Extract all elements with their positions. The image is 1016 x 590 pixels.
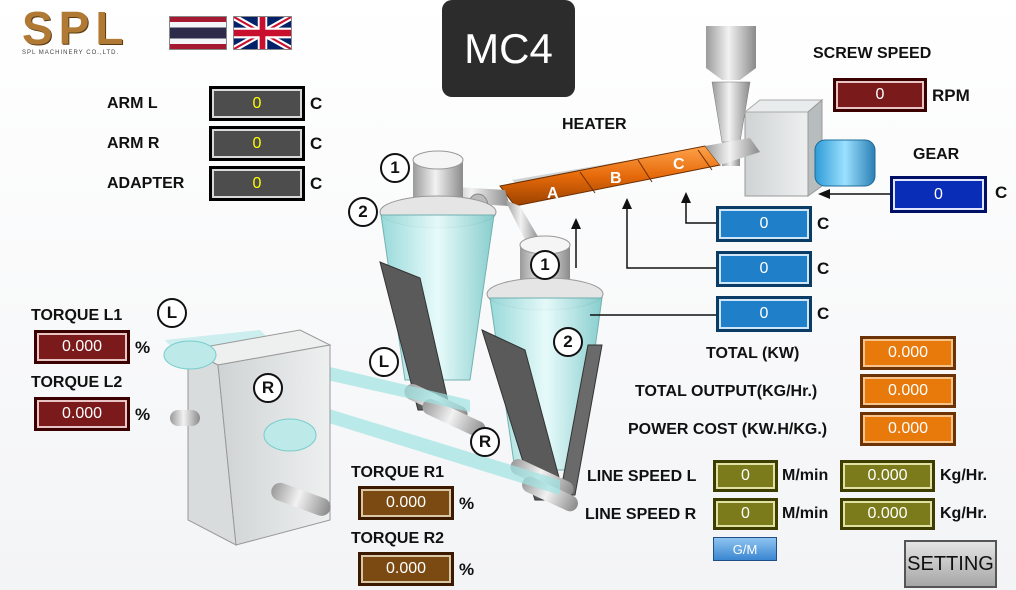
torque-r2-unit: % [459, 560, 475, 579]
line-speed-l-rate-unit: Kg/Hr. [940, 467, 988, 484]
total-kw-label: TOTAL (KW) [706, 345, 800, 362]
total-output-label: TOTAL OUTPUT(KG/Hr.) [635, 383, 818, 400]
torque-l1-label: TORQUE L1 [31, 307, 123, 324]
line-speed-l-label: LINE SPEED L [587, 468, 697, 485]
heater-label: HEATER [562, 116, 627, 133]
heater-zone-b: B [610, 170, 622, 187]
torque-l1-display: 0.000 [34, 330, 130, 364]
line-speed-l-display: 0 [713, 460, 778, 492]
line-speed-r-label: LINE SPEED R [585, 506, 697, 523]
spl-logo: SPL SPL MACHINERY CO.,LTD. [22, 4, 152, 62]
gear-label: GEAR [913, 146, 960, 163]
total-kw-display: 0.000 [860, 336, 956, 370]
line-speed-r-rate-display: 0.000 [840, 498, 935, 530]
arm-l-unit: C [310, 94, 323, 113]
heater-temp-display-1: 0 [716, 206, 812, 242]
adapter-unit: C [310, 174, 323, 193]
torque-r1-label: TORQUE R1 [351, 464, 445, 481]
logo-subtext: SPL MACHINERY CO.,LTD. [22, 50, 120, 56]
heater-temp-display-2: 0 [716, 251, 812, 287]
line-speed-l-rate-display: 0.000 [840, 460, 935, 492]
torque-r2-display: 0.000 [358, 552, 454, 586]
gm-button[interactable]: G/M [713, 537, 777, 561]
logo-text: SPL [22, 2, 130, 54]
heater-temp-unit-3: C [817, 304, 830, 323]
heater-zone-c: C [673, 156, 685, 173]
marker-r-bottom: R [470, 427, 500, 457]
heater-temp-unit-2: C [817, 259, 830, 278]
arm-l-label: ARM L [107, 95, 158, 112]
power-cost-display: 0.000 [860, 412, 956, 446]
uk-flag-icon[interactable] [232, 14, 293, 52]
arm-r-label: ARM R [107, 135, 160, 152]
adapter-label: ADAPTER [107, 175, 185, 192]
line-speed-r-display: 0 [713, 498, 778, 530]
arm-r-unit: C [310, 134, 323, 153]
marker-1-left: 1 [380, 153, 410, 183]
torque-r1-unit: % [459, 494, 475, 513]
thai-flag-icon[interactable] [169, 16, 227, 50]
arm-r-display: 0 [209, 126, 305, 161]
heater-temp-display-3: 0 [716, 296, 812, 332]
torque-l1-unit: % [135, 338, 151, 357]
torque-r1-display: 0.000 [358, 486, 454, 520]
marker-1-right: 1 [530, 250, 560, 280]
setting-button[interactable]: SETTING [904, 540, 997, 588]
marker-2-right: 2 [553, 327, 583, 357]
heater-zone-a: A [547, 185, 559, 202]
heater-temp-unit-1: C [817, 214, 830, 233]
arm-l-display: 0 [209, 86, 305, 121]
screw-speed-label: SCREW SPEED [813, 45, 932, 62]
line-speed-l-unit: M/min [782, 467, 829, 484]
torque-l2-display: 0.000 [34, 397, 130, 431]
adapter-display: 0 [209, 166, 305, 201]
marker-2-left: 2 [348, 197, 378, 227]
gear-display: 0 [890, 176, 987, 213]
torque-l2-unit: % [135, 405, 151, 424]
marker-r-box: R [253, 373, 283, 403]
machine-title: MC4 [442, 0, 575, 97]
screw-speed-display: 0 [833, 78, 927, 112]
marker-l-mid: L [369, 347, 399, 377]
torque-l2-label: TORQUE L2 [31, 374, 123, 391]
marker-l-top: L [157, 298, 187, 328]
gear-unit: C [995, 183, 1008, 202]
torque-r2-label: TORQUE R2 [351, 530, 445, 547]
total-output-display: 0.000 [860, 374, 956, 408]
line-speed-r-unit: M/min [782, 505, 829, 522]
line-speed-r-rate-unit: Kg/Hr. [940, 505, 988, 522]
power-cost-label: POWER COST (KW.H/KG.) [628, 421, 828, 438]
screw-speed-unit: RPM [932, 86, 970, 105]
